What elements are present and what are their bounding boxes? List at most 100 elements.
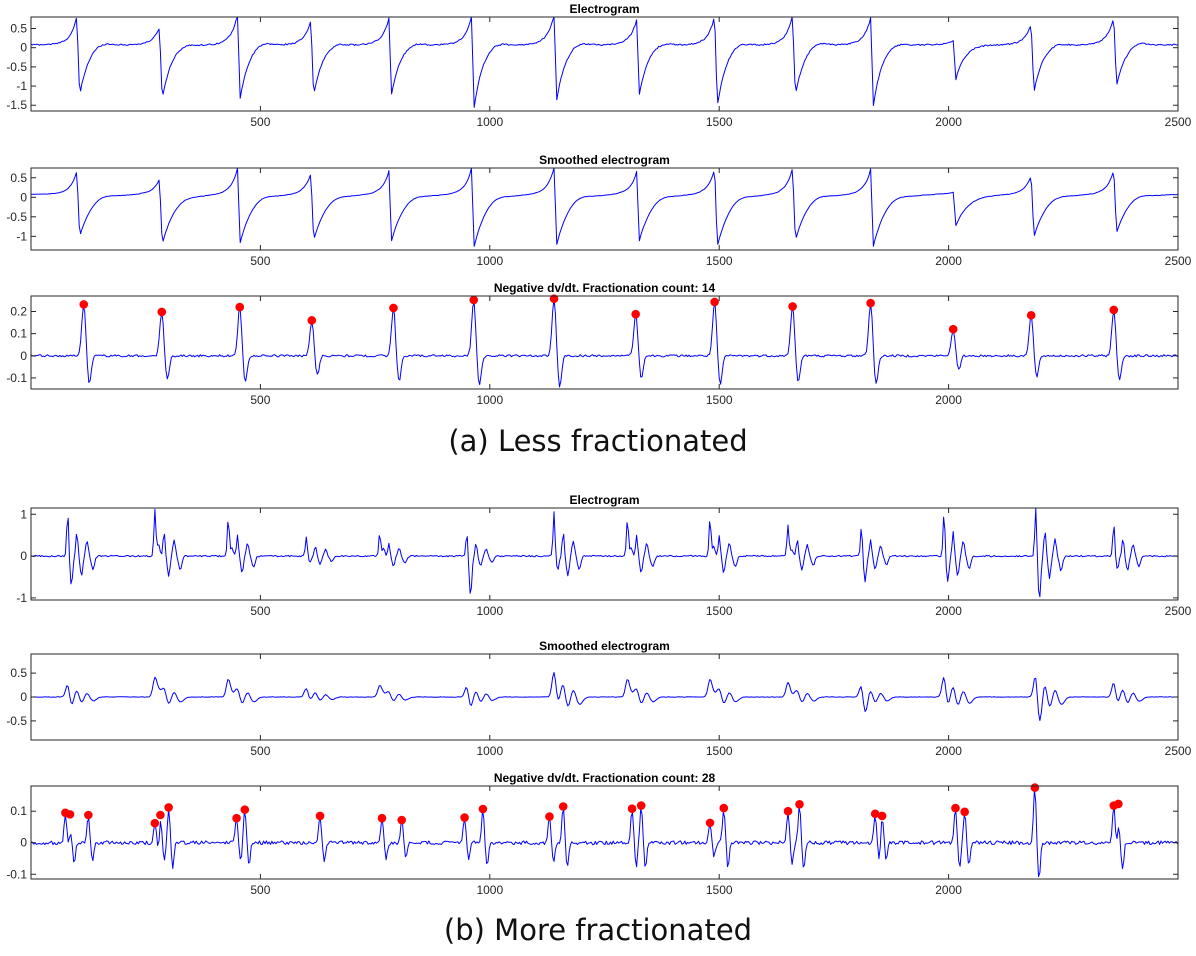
peak-marker [631, 309, 640, 319]
y-tick-label: -0.1 [6, 867, 27, 881]
y-tick-label: -1.5 [6, 98, 27, 112]
peak-marker [783, 806, 793, 816]
y-tick-label: 0 [20, 549, 27, 563]
peak-marker [951, 803, 960, 813]
y-tick-label: 0.5 [10, 171, 27, 185]
subplot-5: Smoothed electrogram 500 1000 1500 2000 2500 0… [6, 639, 1191, 758]
x-tick-label: 2500 [1165, 744, 1192, 758]
axes-box [30, 16, 1179, 112]
peak-marker [307, 316, 317, 325]
y-tick-label: -1 [16, 591, 27, 605]
x-tick-label: 2000 [935, 115, 962, 129]
series-line [31, 167, 1178, 247]
peak-marker [549, 294, 559, 303]
x-tick-label: 500 [250, 115, 270, 129]
x-tick-label: 1500 [706, 393, 733, 407]
peak-marker [235, 302, 245, 312]
peak-marker [232, 813, 241, 823]
x-tick-label: 1500 [706, 883, 733, 897]
peak-marker [240, 805, 250, 814]
series-line [30, 672, 1178, 721]
y-tick-label: 0 [20, 836, 27, 850]
peak-marker [157, 307, 167, 317]
x-tick-label: 2000 [935, 883, 962, 897]
x-tick-label: 1000 [476, 115, 503, 129]
peak-marker [948, 324, 958, 334]
x-tick-label: 1000 [476, 393, 503, 407]
x-tick-label: 2500 [1165, 604, 1192, 618]
peak-marker [65, 810, 75, 819]
series-line [30, 789, 1178, 878]
peak-marker [460, 813, 469, 822]
subplot-title: Electrogram [569, 493, 639, 507]
y-tick-label: -0.5 [6, 714, 27, 728]
x-tick-label: 2000 [935, 254, 962, 268]
y-tick-label: 0.1 [10, 327, 27, 341]
series-line [30, 16, 1178, 108]
x-tick-label: 500 [250, 393, 270, 407]
peak-marker [866, 298, 875, 308]
y-tick-label: 0.2 [10, 305, 27, 319]
subplot-title: Negative dv/dt. Fractionation count: 28 [494, 771, 716, 785]
y-tick-label: -0.5 [6, 210, 27, 224]
x-tick-label: 1500 [706, 254, 733, 268]
y-tick-label: -1 [16, 79, 27, 93]
peak-marker [558, 802, 568, 811]
series-line [30, 507, 1178, 598]
x-tick-label: 2500 [1165, 254, 1192, 268]
x-tick-label: 1000 [476, 883, 503, 897]
subplot-3: Negative dv/dt. Fractionation count: 145… [6, 281, 1179, 407]
peak-marker [1030, 783, 1040, 792]
peak-marker [389, 303, 398, 313]
y-tick-label: 0 [20, 190, 27, 204]
peak-marker [795, 799, 804, 809]
y-tick-label: -1 [16, 229, 27, 243]
x-tick-label: 2000 [935, 604, 962, 618]
x-tick-label: 2000 [935, 744, 962, 758]
subplot-6: Negative dv/dt. Fractionation count: 28 5… [6, 771, 1179, 897]
x-tick-label: 1000 [476, 254, 503, 268]
y-tick-label: -0.1 [6, 371, 27, 385]
series-line [30, 297, 1178, 388]
peak-marker [636, 801, 646, 810]
peak-marker [877, 811, 887, 821]
x-tick-label: 1500 [706, 604, 733, 618]
subplot-title: Smoothed electrogram [539, 639, 670, 653]
peak-marker [84, 810, 93, 820]
axes-box [30, 167, 1179, 251]
peak-marker [788, 302, 797, 311]
y-tick-label: 0 [20, 349, 27, 363]
x-tick-label: 500 [250, 744, 270, 758]
x-tick-label: 1000 [476, 744, 503, 758]
x-tick-label: 1500 [706, 744, 733, 758]
peak-marker [79, 300, 89, 309]
y-tick-label: 0.5 [10, 22, 27, 36]
x-tick-label: 500 [250, 883, 270, 897]
axes-box [30, 295, 1179, 390]
caption-b: (b) More fractionated [444, 913, 752, 947]
caption-a: (a) Less fractionated [448, 424, 747, 458]
y-tick-label: 0 [20, 690, 27, 704]
peak-marker [315, 811, 325, 821]
peak-marker [705, 818, 715, 828]
peak-marker [156, 810, 165, 820]
y-tick-label: 0 [20, 41, 27, 55]
x-tick-label: 1500 [706, 115, 733, 129]
peak-marker [1114, 799, 1123, 809]
y-tick-label: 0.5 [10, 666, 27, 680]
peak-marker [377, 813, 387, 823]
y-tick-label: 0.1 [10, 804, 27, 818]
peak-marker [478, 804, 488, 814]
x-tick-label: 2500 [1165, 115, 1192, 129]
x-tick-label: 500 [250, 254, 270, 268]
axes-box [30, 785, 1179, 880]
x-tick-label: 1000 [476, 604, 503, 618]
peak-marker [397, 815, 407, 825]
peak-marker [1109, 305, 1119, 315]
peak-marker [164, 803, 173, 812]
y-tick-label: 1 [20, 507, 27, 521]
peak-marker [545, 812, 554, 821]
